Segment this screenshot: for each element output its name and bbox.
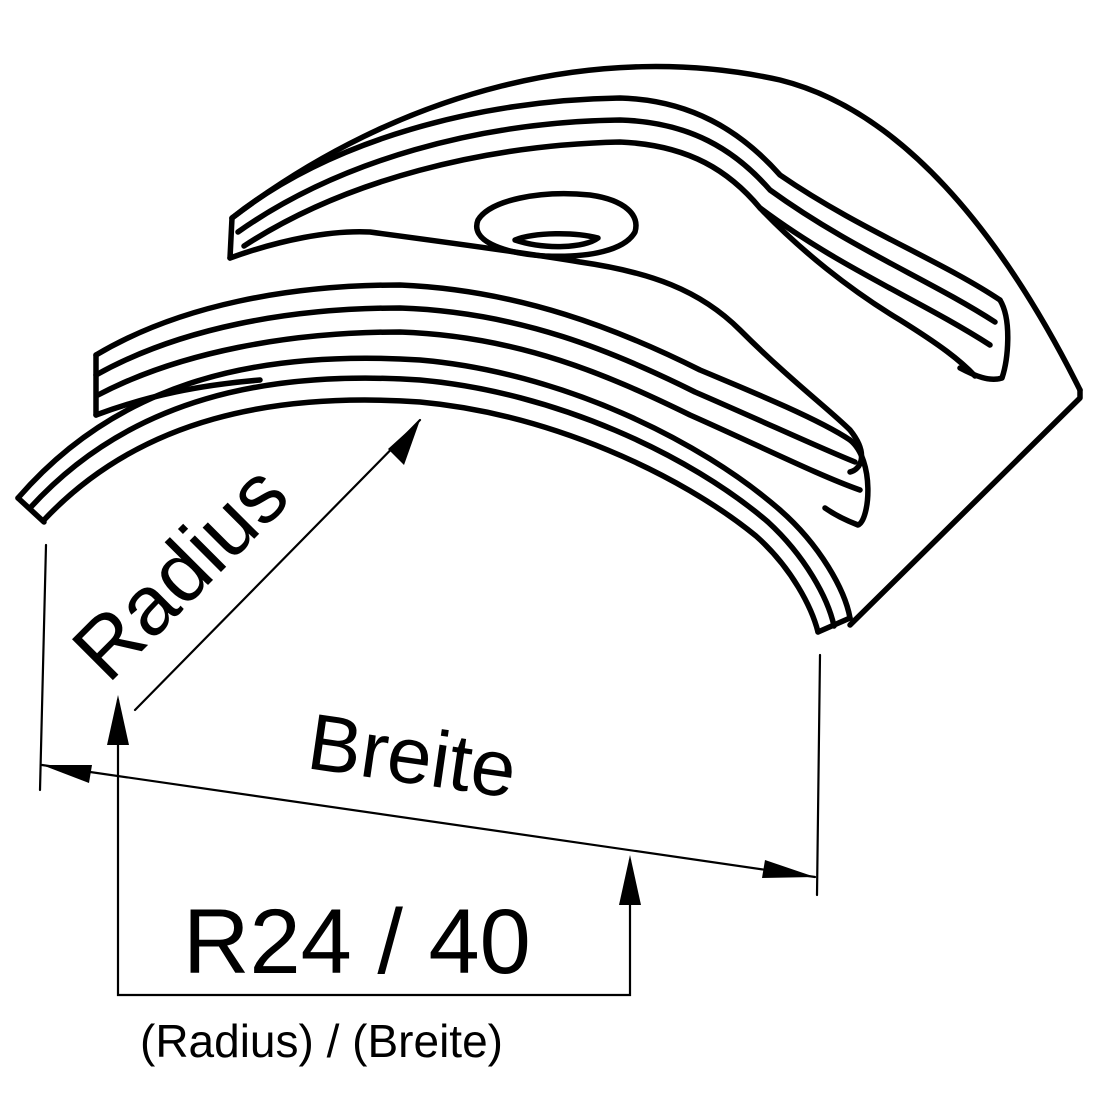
radius-label: Radius — [54, 446, 305, 697]
plate-rear-edge — [757, 205, 978, 379]
dimensions — [38, 418, 822, 997]
flange-line-2 — [27, 375, 837, 629]
leader-arrow-right — [619, 855, 641, 905]
clamp-outer-arc — [229, 63, 1083, 393]
designation-leader — [116, 698, 632, 997]
upper-ridge-line-2 — [235, 117, 998, 325]
center-plate-edge — [227, 229, 865, 475]
breite-label: Breite — [303, 697, 523, 815]
radius-arrow — [388, 420, 420, 465]
flange-ridge-join — [93, 377, 263, 418]
left-extension-line — [38, 543, 48, 792]
breite-arrow-right — [762, 860, 815, 878]
designation-label: R24 / 40 — [183, 891, 531, 993]
leader-arrow-left — [107, 695, 129, 745]
upper-ridge-line-3 — [241, 139, 993, 348]
flange-line-3 — [41, 397, 821, 635]
flange-left-end — [15, 495, 47, 525]
front-ridge-line-2 — [93, 305, 858, 465]
breite-arrow-left — [42, 765, 92, 783]
mounting-hole — [474, 190, 639, 260]
front-ridge-right — [822, 437, 871, 528]
front-ridge-line-1 — [93, 282, 853, 443]
right-extension-line — [815, 653, 822, 897]
breite-dimension-line — [40, 763, 817, 879]
flange-right-end — [815, 615, 853, 635]
upper-ridge-front — [227, 215, 235, 261]
front-ridge-line-3 — [95, 329, 863, 493]
hole-outer — [474, 190, 639, 260]
radius-dimension-line — [133, 418, 422, 712]
clamp-right-edge — [847, 387, 1083, 628]
legend-label: (Radius) / (Breite) — [140, 1015, 503, 1067]
upper-ridge-line-1 — [229, 95, 1003, 303]
clamp-part — [15, 63, 1083, 635]
hole-inner — [512, 231, 601, 250]
